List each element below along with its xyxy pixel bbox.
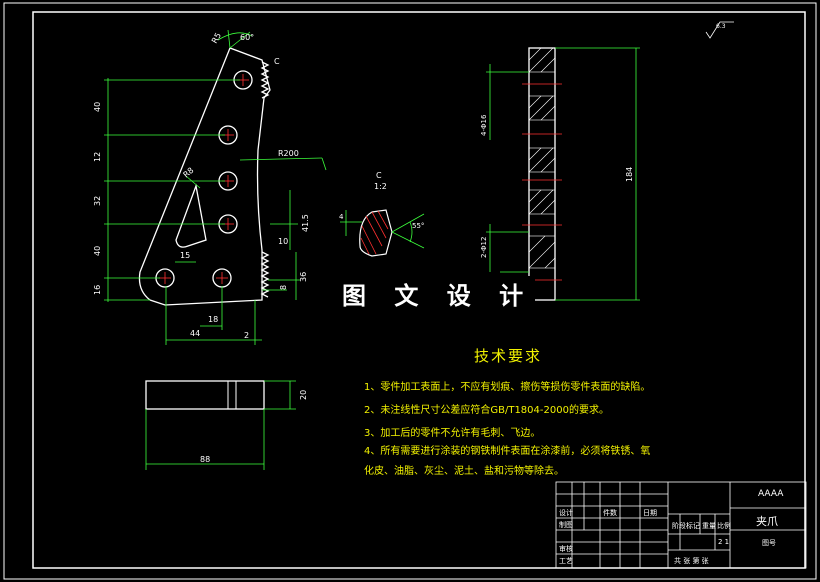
detail-hatch <box>360 210 389 255</box>
detail-scale: 1:2 <box>374 182 387 191</box>
roughness-value: 6.3 <box>716 23 726 30</box>
claw-outline <box>138 47 271 306</box>
bottom-view: 88 20 <box>145 380 308 470</box>
roughness-symbol <box>705 21 734 39</box>
detail-label: C <box>376 171 382 180</box>
front-view <box>138 47 271 306</box>
title-block <box>555 481 807 569</box>
side-hatch-blocks <box>528 47 556 269</box>
tech-item-4: 4、所有需要进行涂装的钢铁制件表面在涂漆前，必须将铁锈、氧 <box>364 446 651 457</box>
dim-r5: R5 <box>210 31 223 45</box>
teeth-upper <box>260 61 270 99</box>
dim-32: 32 <box>93 196 102 206</box>
title-block-weight: 重量 <box>702 522 716 530</box>
side-holes-16: 4-Φ16 <box>480 114 488 136</box>
title-block-sheet: 2 1 <box>718 538 730 546</box>
tech-item-1: 1、零件加工表面上，不应有划痕、擦伤等损伤零件表面的缺陷。 <box>364 382 651 393</box>
dim-40a: 40 <box>93 102 102 112</box>
dim-10: 10 <box>278 237 288 246</box>
dim-12: 12 <box>93 152 102 162</box>
detail-angle: 55° <box>412 222 424 230</box>
tech-item-3: 3、加工后的零件不允许有毛刺、飞边。 <box>364 428 541 439</box>
claw-slot <box>175 183 207 248</box>
dim-36: 36 <box>299 272 308 282</box>
detail-size: 4 <box>339 213 344 221</box>
outer-frame <box>3 2 817 580</box>
dim-r8: R8 <box>182 166 196 180</box>
dim-callout-c: C <box>274 57 280 66</box>
dim-2: 2 <box>244 331 249 340</box>
teeth-lower <box>260 251 270 298</box>
side-view: 4-Φ16 2-Φ12 184 <box>480 47 640 301</box>
side-holes-12: 2-Φ12 <box>480 237 488 258</box>
dim-44: 44 <box>190 329 200 338</box>
dim-41-5: 41.5 <box>301 214 310 232</box>
tech-item-2: 2、未注线性尺寸公差应符合GB/T1804-2000的要求。 <box>364 405 609 416</box>
dim-18: 18 <box>208 315 218 324</box>
title-block-design: 设计 <box>559 509 573 517</box>
title-block-count: 件数 <box>603 509 617 517</box>
title-block-part-name: 夹爪 <box>756 515 778 528</box>
tech-requirements-title: 技术要求 <box>474 347 543 365</box>
title-block-stage: 阶段标记 <box>672 522 700 530</box>
detail-c: C 1:2 55° 4 <box>339 171 424 257</box>
inner-frame <box>32 11 806 569</box>
title-block-date: 日期 <box>643 509 657 517</box>
dim-angle-60: 60° <box>240 33 254 42</box>
dim-15: 15 <box>180 251 190 260</box>
side-length-184: 184 <box>625 167 634 182</box>
tech-item-5: 化皮、油脂、灰尘、泥土、盐和污物等除去。 <box>364 466 564 477</box>
bottom-outline <box>145 380 265 410</box>
front-centerlines <box>159 74 249 284</box>
bottom-height-20: 20 <box>299 390 308 400</box>
title-block-drafter: 制图 <box>559 521 573 529</box>
dim-16: 16 <box>93 285 102 295</box>
dim-8: 8 <box>279 285 288 290</box>
title-block-sheet-count: 共 张 第 张 <box>674 557 709 565</box>
title-block-code: AAAA <box>758 489 784 499</box>
overlay-title: 图 文 设 计 <box>340 276 536 311</box>
front-dim-text: 40 12 32 40 16 60° R5 C R200 R8 15 18 44… <box>93 31 310 340</box>
bottom-width-88: 88 <box>200 455 210 464</box>
title-block-checker: 审核 <box>559 545 573 553</box>
title-block-drawing-no: 图号 <box>762 539 776 547</box>
detail-profile <box>359 209 393 257</box>
dim-r200: R200 <box>278 149 299 158</box>
title-block-process: 工艺 <box>559 557 573 565</box>
title-block-scale: 比例 <box>717 522 731 530</box>
front-dimension-lines <box>104 29 327 345</box>
dim-40b: 40 <box>93 246 102 256</box>
